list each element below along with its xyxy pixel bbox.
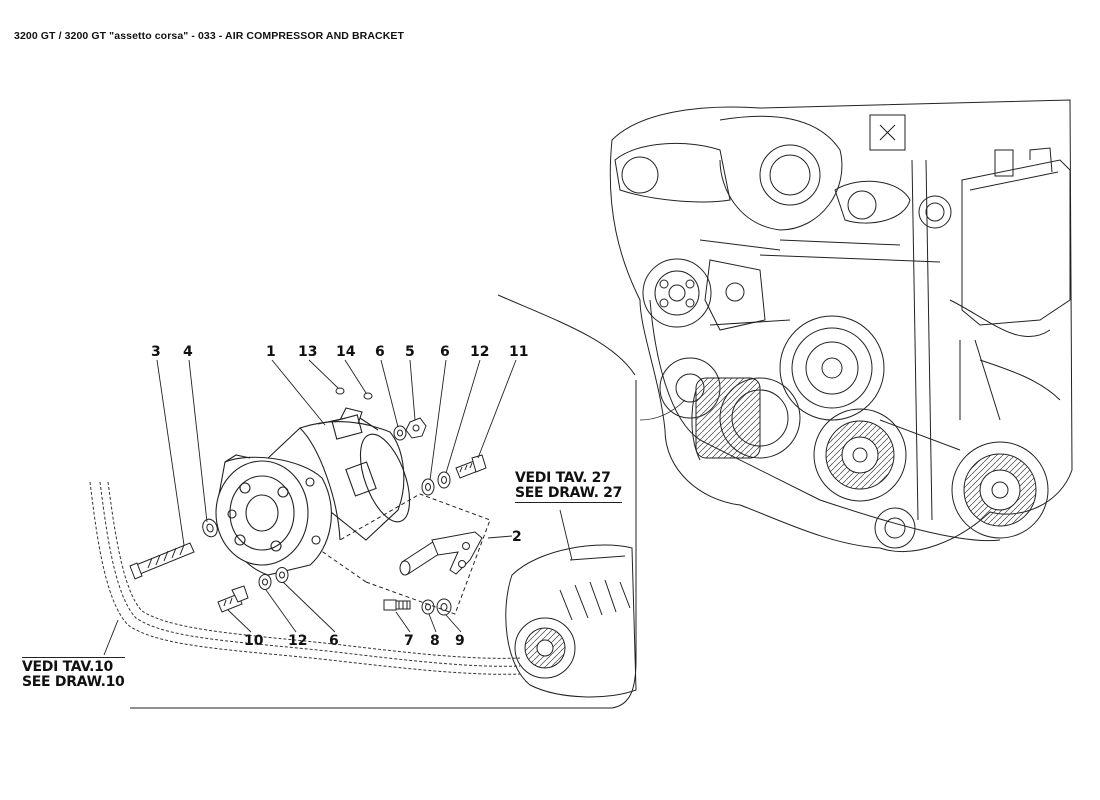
see-draw-27-reference[interactable]: VEDI TAV. 27 SEE DRAW. 27 — [515, 471, 622, 503]
callout-13: 13 — [298, 344, 317, 360]
callout-2: 2 — [512, 529, 522, 545]
callout-4: 4 — [183, 344, 193, 360]
group-frame — [130, 380, 637, 709]
air-compressor — [215, 407, 411, 576]
callout-14: 14 — [336, 344, 356, 360]
see-draw-27-line1: VEDI TAV. 27 — [515, 470, 611, 486]
engine-assembly — [609, 99, 1073, 552]
callout-10: 10 — [244, 633, 264, 649]
callout-1: 1 — [266, 344, 276, 360]
assembly-dashed-outline — [319, 493, 491, 615]
callout-11: 11 — [509, 344, 528, 360]
page-title: 3200 GT / 3200 GT "assetto corsa" - 033 … — [14, 30, 404, 42]
callout-6: 6 — [329, 633, 339, 649]
see-draw-27-line2: SEE DRAW. 27 — [515, 485, 623, 501]
callout-5: 5 — [405, 344, 415, 360]
callout-3: 3 — [151, 344, 161, 360]
fasteners — [129, 387, 487, 616]
callout-7: 7 — [404, 633, 414, 649]
alternator — [505, 544, 637, 698]
leader-to-engine — [497, 294, 636, 376]
callout-6: 6 — [375, 344, 385, 360]
drive-belt — [89, 481, 521, 675]
callout-6: 6 — [440, 344, 450, 360]
leader-lines — [103, 359, 573, 656]
callout-8: 8 — [430, 633, 440, 649]
callout-12: 12 — [288, 633, 307, 649]
see-draw-10-reference[interactable]: VEDI TAV.10 SEE DRAW.10 — [22, 657, 125, 690]
callout-9: 9 — [455, 633, 465, 649]
see-draw-10-line2: SEE DRAW.10 — [22, 674, 125, 690]
see-draw-10-line1: VEDI TAV.10 — [22, 659, 113, 675]
callout-12: 12 — [470, 344, 489, 360]
